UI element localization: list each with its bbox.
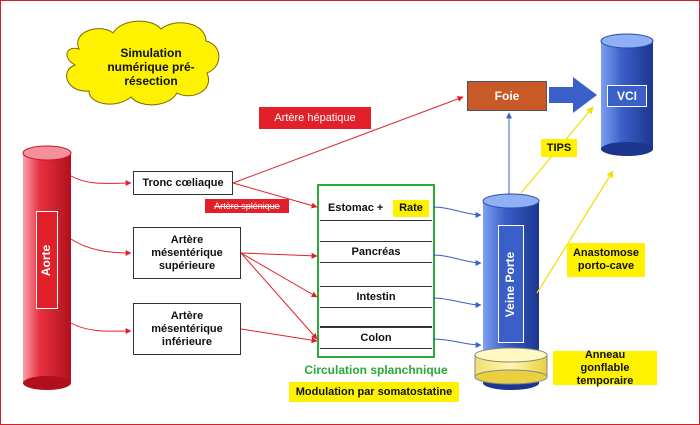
modulation-label: Modulation par somatostatine: [289, 382, 459, 402]
vci-label: VCI: [607, 85, 647, 107]
organ-rate: Rate: [393, 200, 429, 217]
row-intestin: Intestin: [320, 286, 432, 308]
foie-box: Foie: [467, 81, 547, 111]
veine-porte-label: Veine Porte: [503, 251, 518, 317]
organ-estomac: Estomac +: [328, 201, 384, 214]
circulation-label: Circulation splanchnique: [304, 362, 448, 377]
red-arrows: [70, 96, 464, 344]
anastomose-label: Anastomose porto-cave: [567, 243, 645, 277]
organ-intestin: Intestin: [356, 291, 396, 303]
aorte-label-box: Aorte: [36, 211, 58, 309]
foie-to-vci-arrow: [549, 77, 597, 113]
row-estomac: Estomac +: [320, 195, 432, 221]
anneau-label: Anneau gonflable temporaire: [553, 349, 657, 387]
tips-label: TIPS: [541, 139, 577, 157]
row-pancreas: Pancréas: [320, 241, 432, 263]
organ-colon: Colon: [360, 332, 392, 344]
cloud-shape: [66, 20, 220, 106]
artere-splenique-label: Artère splénique: [205, 199, 289, 213]
artere-mesenterique-superieure-box: Artère mésentérique supérieure: [133, 227, 241, 279]
row-empty-1: [320, 223, 432, 241]
row-colon: Colon: [320, 327, 432, 349]
aorte-label: Aorte: [39, 244, 54, 276]
artere-mesenterique-inferieure-box: Artère mésentérique inférieure: [133, 303, 241, 355]
anneau-ring: [474, 347, 548, 385]
tronc-coeliaque-box: Tronc cœliaque: [133, 171, 233, 195]
veine-porte-label-box: Veine Porte: [498, 225, 524, 343]
cloud-title: Simulation numérique pré-résection: [107, 46, 195, 88]
artere-hepatique-label: Artère hépatique: [259, 107, 371, 129]
artere-splenique-text: Artère splénique: [214, 200, 280, 211]
blue-arrows: [432, 112, 512, 348]
organ-pancreas: Pancréas: [351, 246, 401, 258]
row-empty-2: [320, 309, 432, 327]
